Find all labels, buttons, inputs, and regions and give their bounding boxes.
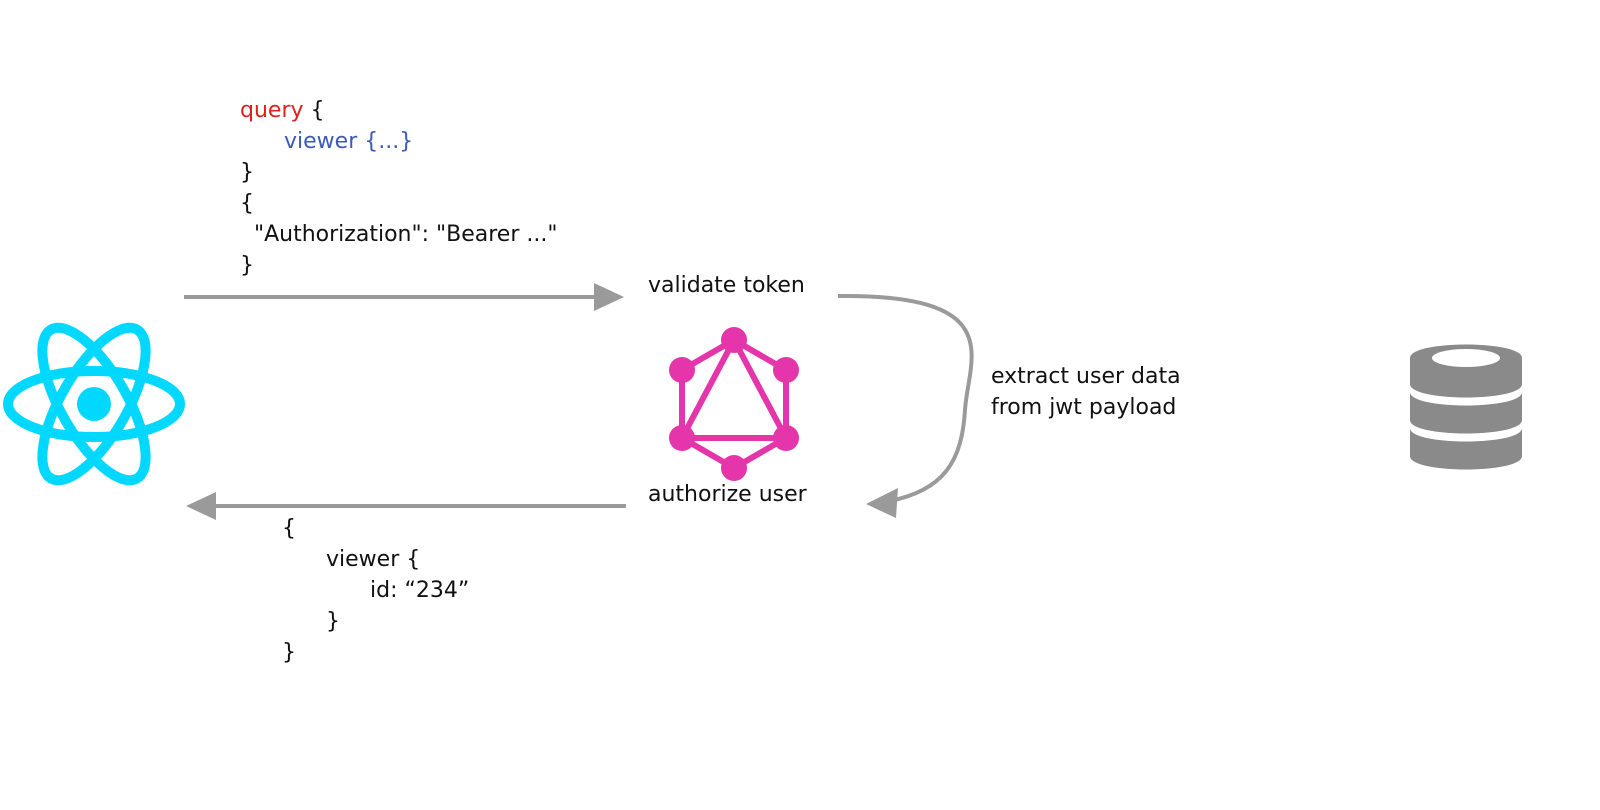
extract-curve-arrow	[837, 293, 974, 518]
react-logo-icon	[3, 322, 185, 486]
graphql-logo-icon	[669, 327, 799, 481]
authorize-user-label: authorize user	[648, 482, 807, 507]
query-keyword: query	[240, 98, 304, 123]
headers-close-brace: }	[240, 253, 254, 278]
response-close-brace: }	[282, 640, 296, 665]
validate-token-label: validate token	[648, 273, 805, 298]
request-arrow	[184, 283, 624, 311]
response-viewer-line: viewer {	[326, 547, 421, 572]
response-arrow	[186, 492, 626, 520]
response-id-line: id: “234”	[370, 578, 470, 603]
extract-user-data-label: extract user data	[991, 364, 1181, 389]
response-viewer-close: }	[326, 609, 340, 634]
response-open-brace: {	[282, 516, 296, 541]
headers-open-brace: {	[240, 191, 254, 216]
viewer-field: viewer {...}	[284, 129, 414, 154]
query-line: query {	[240, 96, 325, 126]
query-close-brace: }	[240, 160, 254, 185]
query-open-brace: {	[303, 98, 325, 123]
database-icon	[1410, 344, 1522, 470]
authorization-header: "Authorization": "Bearer ..."	[254, 222, 558, 247]
jwt-payload-label: from jwt payload	[991, 395, 1177, 420]
